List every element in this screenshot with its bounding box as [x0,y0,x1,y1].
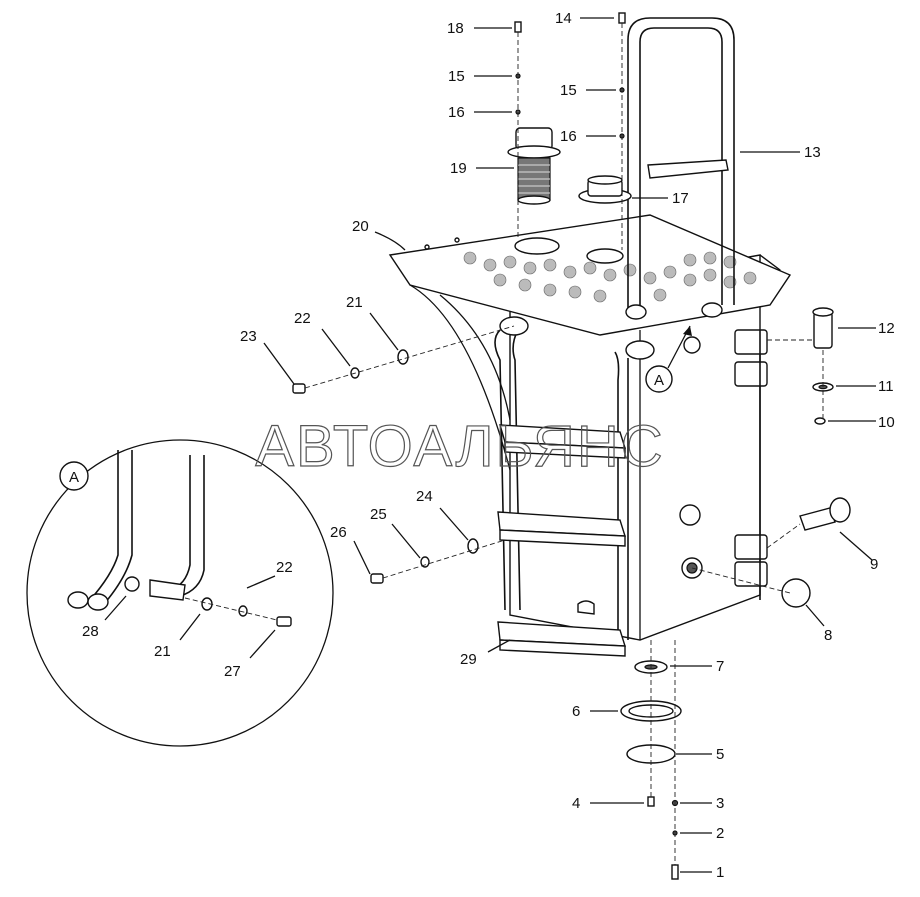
label-16-right: 16 [560,128,577,145]
ladder [494,316,655,657]
top-fasteners [514,12,626,139]
label-18: 18 [447,20,464,37]
label-24: 24 [416,488,433,505]
part-labels: 18 15 16 19 14 15 16 17 13 20 23 22 21 1… [82,10,895,881]
label-17: 17 [672,190,689,207]
label-5: 5 [716,746,724,763]
label-19: 19 [450,160,467,177]
filler-strainer [507,127,561,205]
detail-marker-main: A [654,372,664,389]
assembly-lines [304,23,824,865]
label-22-main: 22 [294,310,311,327]
label-4: 4 [572,795,580,812]
label-13: 13 [804,144,821,161]
label-28: 28 [82,623,99,640]
label-15-right: 15 [560,82,577,99]
label-7: 7 [716,658,724,675]
grab-handle [625,17,735,320]
label-3: 3 [716,795,724,812]
label-1: 1 [716,864,724,881]
leader-lines [104,17,876,873]
label-25: 25 [370,506,387,523]
tank-cap [578,175,632,204]
label-16-left: 16 [448,104,465,121]
label-8: 8 [824,627,832,644]
detail-a-callout: A [645,325,692,393]
label-21-inset: 21 [154,643,171,660]
label-10: 10 [878,414,895,431]
detail-a-inset: A [26,439,334,747]
right-side-parts [781,307,851,608]
label-14: 14 [555,10,572,27]
label-23: 23 [240,328,257,345]
detail-marker-inset: A [69,469,79,486]
label-21-main: 21 [346,294,363,311]
label-2: 2 [716,825,724,842]
label-15-left: 15 [448,68,465,85]
label-12: 12 [878,320,895,337]
label-22-inset: 22 [276,559,293,576]
label-9: 9 [870,556,878,573]
top-step-plate [388,214,792,471]
label-29: 29 [460,651,477,668]
label-6: 6 [572,703,580,720]
label-20: 20 [352,218,369,235]
label-11: 11 [878,378,894,395]
label-26: 26 [330,524,347,541]
watermark-text: АВТОАЛЬЯНС [255,414,664,479]
label-27: 27 [224,663,241,680]
